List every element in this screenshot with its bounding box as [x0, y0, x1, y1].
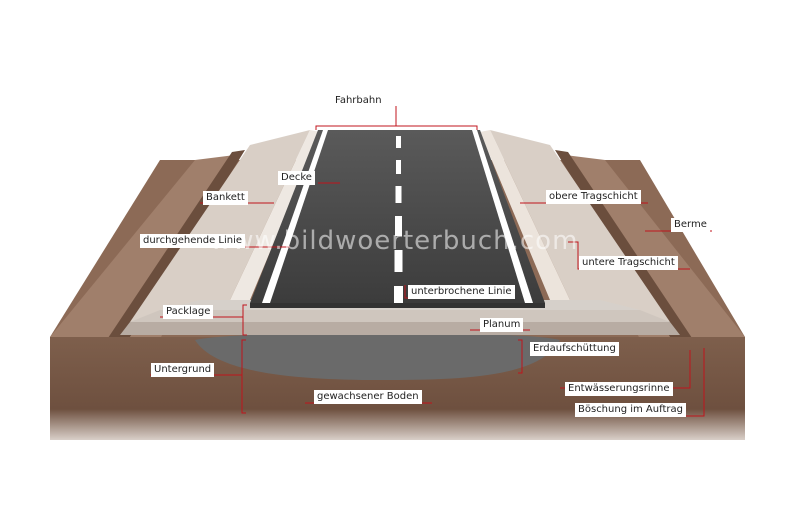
- label-fahrbahn: Fahrbahn: [332, 94, 385, 108]
- label-erdaufschuettung: Erdaufschüttung: [530, 342, 619, 356]
- label-decke: Decke: [278, 171, 315, 185]
- leader-fahrbahn: [315, 125, 478, 130]
- leader-untergrund-bracket: [241, 339, 246, 414]
- leader-packlage: [160, 304, 247, 336]
- label-boeschung-im-auftrag: Böschung im Auftrag: [575, 403, 686, 417]
- leader-erdauf: [518, 339, 523, 374]
- label-untere-tragschicht: untere Tragschicht: [579, 256, 678, 270]
- label-obere-tragschicht: obere Tragschicht: [546, 190, 641, 204]
- label-planum: Planum: [480, 318, 524, 332]
- planum-layer: [120, 322, 680, 335]
- asphalt-front-edge: [250, 303, 545, 308]
- packlage-layer: [130, 310, 670, 322]
- shoulder-right-inner: [480, 130, 570, 300]
- label-entwaesserungsrinne: Entwässerungsrinne: [565, 382, 673, 396]
- ground-front-face: [50, 337, 745, 440]
- label-durchgehende-linie: durchgehende Linie: [140, 234, 246, 248]
- center-dashed-line: [394, 136, 403, 303]
- shoulder-right: [490, 130, 670, 322]
- shoulder-left: [130, 130, 310, 322]
- edge-line-right: [472, 130, 533, 303]
- label-untergrund: Untergrund: [151, 363, 215, 377]
- label-bankett: Bankett: [203, 191, 248, 205]
- label-berme: Berme: [671, 218, 710, 232]
- watermark-text: www.bildwoerterbuch.com: [210, 226, 579, 256]
- label-packlage: Packlage: [163, 305, 214, 319]
- label-unterbrochene-linie: unterbrochene Linie: [408, 285, 515, 299]
- label-gewachsener-boden: gewachsener Boden: [314, 390, 422, 404]
- embankment-fill: [195, 332, 560, 380]
